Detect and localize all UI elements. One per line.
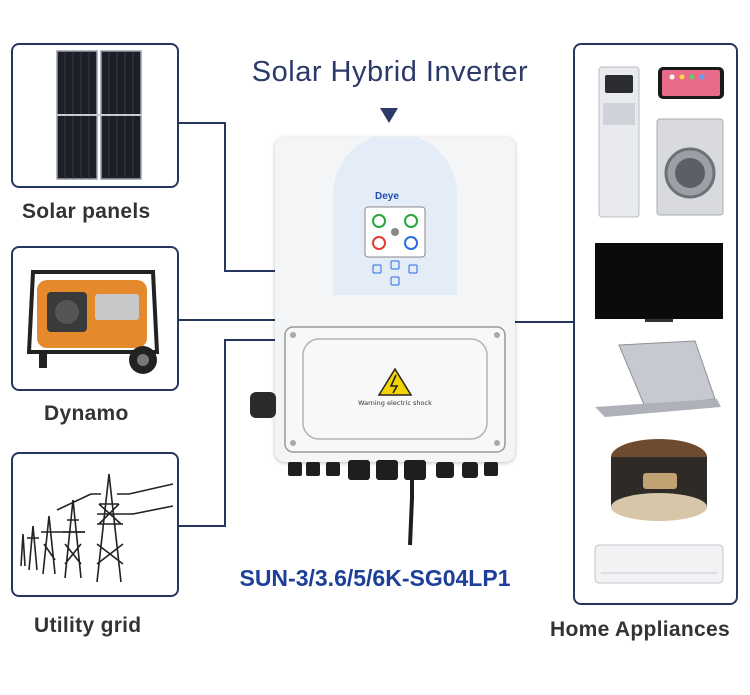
phone-icon	[658, 67, 724, 99]
source-label: Utility grid	[34, 614, 142, 637]
generator-icon	[26, 270, 160, 374]
solar-panel-icon	[56, 50, 142, 180]
dynamo-box	[11, 246, 179, 391]
model-number: SUN-3/3.6/5/6K-SG04LP1	[239, 565, 511, 591]
switch-knob	[250, 392, 276, 418]
power-tower-icon	[20, 473, 174, 583]
tv-icon	[595, 243, 723, 322]
utility-grid-box	[11, 452, 179, 597]
air-conditioner-icon	[594, 544, 724, 584]
washing-machine-icon	[656, 118, 724, 216]
down-arrow-icon	[380, 108, 398, 128]
inverter-brand-logo: Deye	[375, 191, 399, 202]
laptop-icon	[595, 340, 721, 417]
rice-cooker-icon	[611, 439, 707, 521]
warning-label: Warning electric shock	[358, 399, 432, 407]
inverter-unit: Deye Warning electric shock	[275, 137, 515, 462]
home-appliances-box	[573, 43, 738, 605]
water-dispenser-icon	[598, 66, 640, 218]
diagram-title: Solar Hybrid Inverter	[251, 56, 529, 88]
source-label: Dynamo	[44, 402, 129, 425]
loads-label: Home Appliances	[550, 618, 730, 641]
source-label: Solar panels	[22, 200, 151, 223]
solar-panels-box	[11, 43, 179, 188]
